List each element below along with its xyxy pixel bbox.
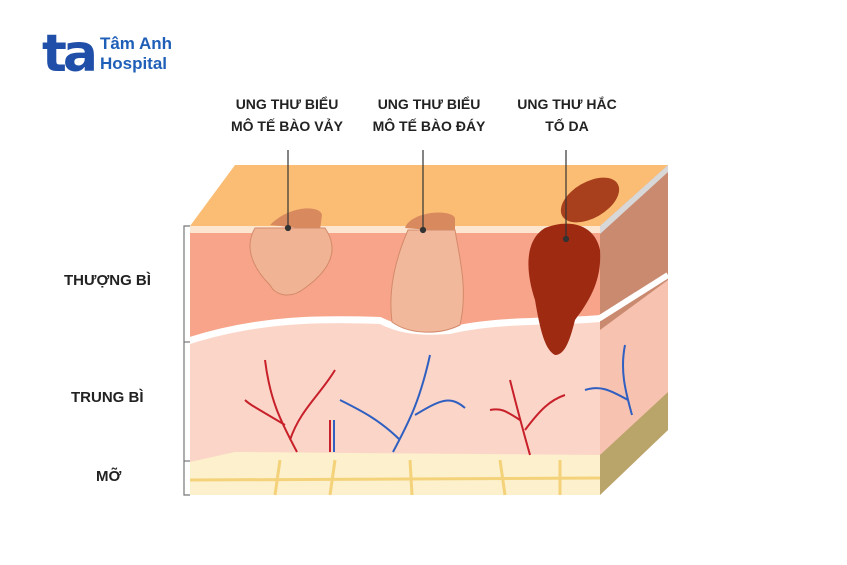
- squamous-cell-tumor: [249, 208, 333, 296]
- label-line: MÔ TẾ BÀO ĐÁY: [372, 118, 486, 134]
- label-line: UNG THƯ BIỂU: [235, 96, 339, 112]
- layer-label-epidermis: THƯỢNG BÌ: [64, 272, 151, 289]
- logo-line2: Hospital: [99, 54, 168, 73]
- label-line: UNG THƯ BIỂU: [377, 96, 481, 112]
- melanoma-tumor: [528, 177, 620, 355]
- dermis-layer: [190, 322, 600, 462]
- label-basal-cell: UNG THƯ BIỂU MÔ TẾ BÀO ĐÁY: [364, 93, 494, 137]
- blood-vessels: [244, 344, 633, 456]
- layer-label-dermis: TRUNG BÌ: [71, 389, 144, 406]
- logo-line1: Tâm Anh: [99, 34, 173, 53]
- label-line: TỐ DA: [545, 118, 589, 134]
- label-line: UNG THƯ HẮC: [517, 96, 617, 112]
- label-melanoma: UNG THƯ HẮC TỐ DA: [502, 93, 632, 137]
- basal-cell-tumor: [390, 212, 464, 333]
- pointer-lines: [284, 150, 570, 243]
- logo-mark: ta: [42, 24, 98, 84]
- hospital-logo: ta Tâm Anh Hospital: [42, 24, 173, 84]
- label-squamous-cell: UNG THƯ BIỂU MÔ TẾ BÀO VẢY: [222, 93, 352, 137]
- label-line: MÔ TẾ BÀO VẢY: [230, 118, 343, 134]
- layer-bracket: [183, 225, 190, 496]
- side-fat: [600, 392, 668, 495]
- layer-label-fat: MỠ: [96, 468, 122, 485]
- fat-layer: [190, 452, 600, 495]
